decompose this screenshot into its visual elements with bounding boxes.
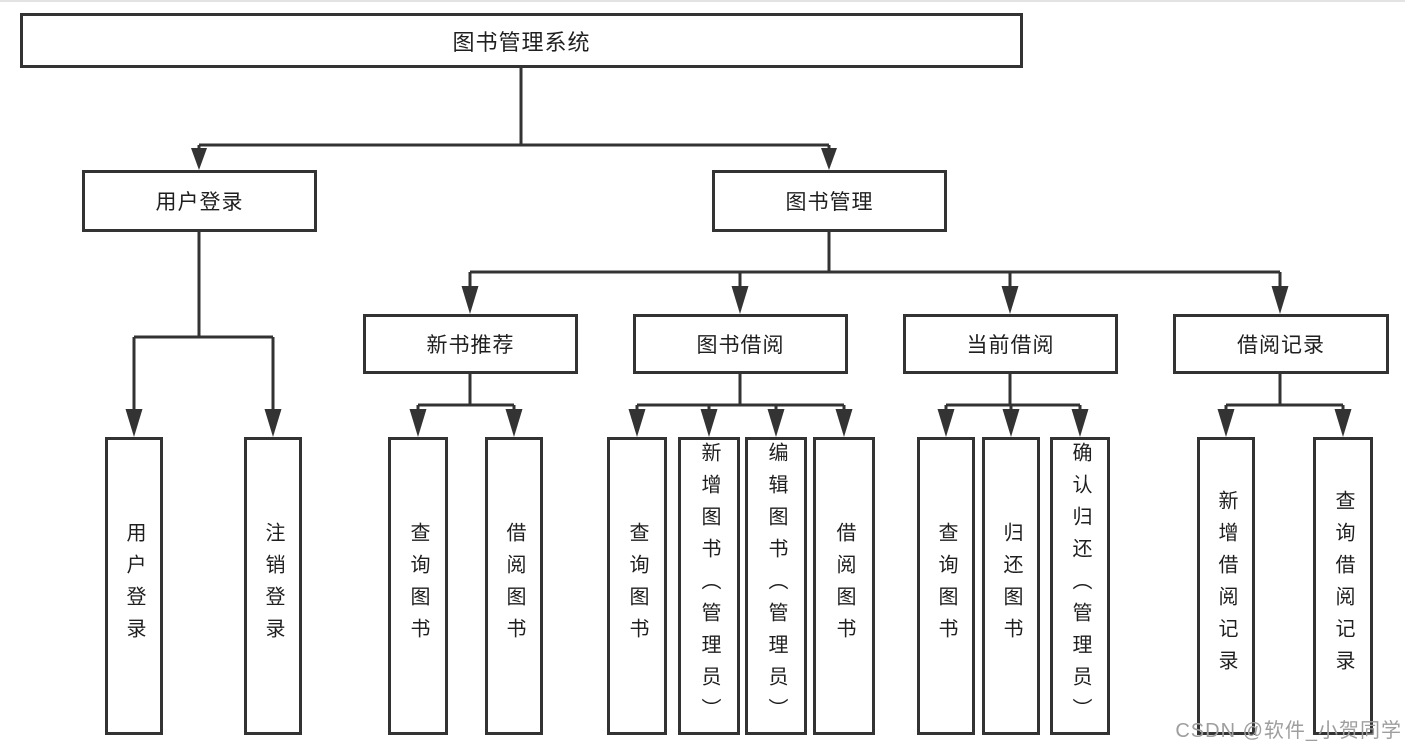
node-new-book-recommend: 新书推荐 <box>363 314 578 374</box>
leaf-label: 查询图书 <box>935 522 957 650</box>
node-borrow-records: 借阅记录 <box>1173 314 1389 374</box>
node-user-login: 用户登录 <box>82 170 317 232</box>
leaf-label: 新增借阅记录 <box>1215 490 1237 682</box>
leaf-label: 借阅图书 <box>503 522 525 650</box>
node-current-borrow: 当前借阅 <box>903 314 1118 374</box>
leaf-label: 确认归还（管理员） <box>1069 442 1091 730</box>
node-book-management: 图书管理 <box>712 170 947 232</box>
leaf-borrow-books-recommend: 借阅图书 <box>485 437 543 735</box>
node-library-management-system: 图书管理系统 <box>20 13 1023 68</box>
leaf-add-borrow-record: 新增借阅记录 <box>1197 437 1255 735</box>
page-top-edge <box>0 0 1405 2</box>
leaf-label: 注销登录 <box>262 522 284 650</box>
leaf-label: 编辑图书（管理员） <box>765 442 787 730</box>
leaf-logout: 注销登录 <box>244 437 302 735</box>
leaf-borrow-books: 借阅图书 <box>813 437 875 735</box>
leaf-query-books-recommend: 查询图书 <box>388 437 448 735</box>
leaf-label: 新增图书（管理员） <box>698 442 720 730</box>
leaf-label: 查询图书 <box>626 522 648 650</box>
leaf-user-login: 用户登录 <box>105 437 163 735</box>
leaf-label: 查询图书 <box>407 522 429 650</box>
leaf-label: 借阅图书 <box>833 522 855 650</box>
node-label: 图书管理系统 <box>452 29 591 55</box>
node-label: 图书管理 <box>785 191 874 214</box>
leaf-query-books-borrow: 查询图书 <box>607 437 667 735</box>
leaf-label: 归还图书 <box>1000 522 1022 650</box>
leaf-query-borrow-record: 查询借阅记录 <box>1313 437 1373 735</box>
leaf-query-books-current: 查询图书 <box>917 437 975 735</box>
csdn-watermark: CSDN @软件_小贺同学 <box>1175 720 1402 742</box>
leaf-add-books-admin: 新增图书（管理员） <box>678 437 740 735</box>
leaf-label: 查询借阅记录 <box>1332 490 1354 682</box>
leaf-edit-books-admin: 编辑图书（管理员） <box>745 437 807 735</box>
leaf-return-books: 归还图书 <box>982 437 1040 735</box>
node-label: 当前借阅 <box>966 334 1055 357</box>
node-label: 借阅记录 <box>1237 334 1325 357</box>
leaf-confirm-return-admin: 确认归还（管理员） <box>1050 437 1110 735</box>
node-book-borrow: 图书借阅 <box>633 314 848 374</box>
leaf-label: 用户登录 <box>123 522 145 650</box>
node-label: 用户登录 <box>155 191 244 214</box>
node-label: 图书借阅 <box>696 334 785 357</box>
arrowhead-icons <box>125 148 1352 437</box>
node-label: 新书推荐 <box>426 334 515 357</box>
